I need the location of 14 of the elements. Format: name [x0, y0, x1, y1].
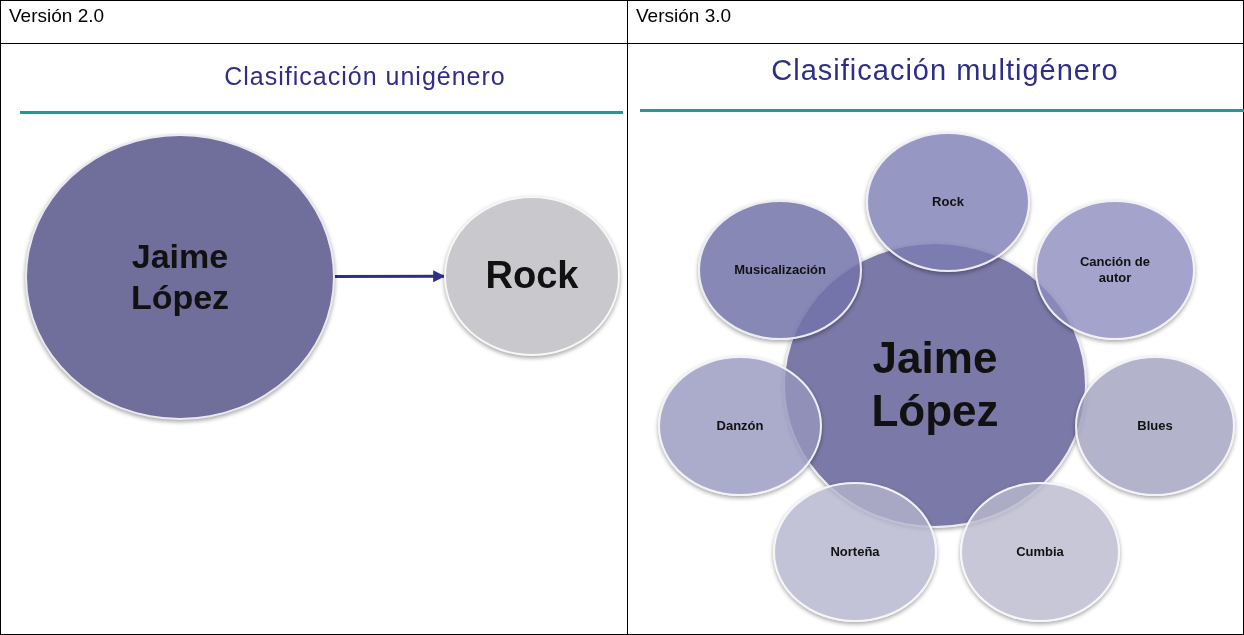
genre-circle: Danzón	[658, 356, 822, 496]
genre-circle: Blues	[1075, 356, 1235, 496]
genre-circle: Norteña	[773, 482, 937, 622]
arrow	[335, 270, 446, 283]
header-cell: Versión 2.0	[0, 0, 628, 44]
artist-circle: Jaime López	[25, 134, 335, 420]
section-title: Clasificación unigénero	[224, 62, 506, 91]
section-title: Clasificación multigénero	[771, 54, 1119, 87]
genre-circle: Musicalización	[698, 200, 862, 340]
header-cell: Versión 3.0	[627, 0, 1244, 44]
genre-circle: Canción de autor	[1035, 200, 1195, 340]
genre-circle: Cumbia	[960, 482, 1120, 622]
genre-circle: Rock	[866, 132, 1030, 272]
genre-circle: Rock	[444, 196, 620, 356]
